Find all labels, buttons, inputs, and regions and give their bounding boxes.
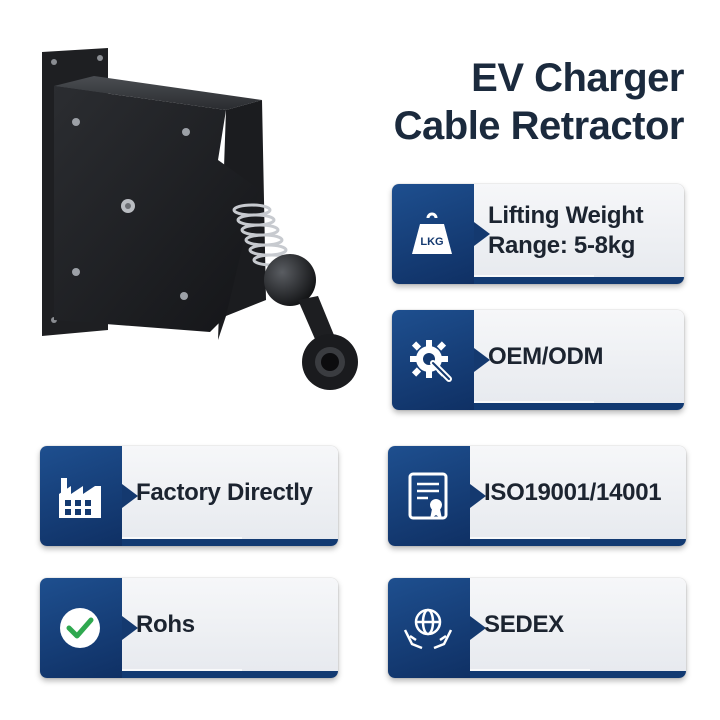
weight-icon: LKG: [403, 206, 461, 262]
feature-line-1: ISO19001/14001: [484, 478, 662, 506]
feature-line-1: Rohs: [136, 610, 195, 638]
gear-wrench-icon: [403, 332, 461, 388]
feature-line-2: Range: 5-8kg: [488, 231, 636, 259]
cable-retractor-product-image: [42, 48, 358, 390]
feature-label: Factory Directly: [136, 446, 324, 539]
feature-label: Rohs: [136, 578, 324, 671]
feature-card-oem-odm: OEM/ODM: [392, 310, 684, 410]
feature-line-1: Lifting Weight: [488, 201, 644, 229]
feature-line-1: Factory Directly: [136, 478, 313, 506]
feature-label: Lifting Weight Range: 5-8kg: [488, 184, 670, 277]
checkmark-icon: [51, 600, 109, 656]
feature-line-1: OEM/ODM: [488, 342, 604, 370]
title-line-1: EV Charger: [471, 56, 684, 100]
page-title: EV Charger Cable Retractor: [304, 54, 685, 150]
feature-card-factory-directly: Factory Directly: [40, 446, 338, 546]
feature-card-iso: ISO19001/14001: [388, 446, 686, 546]
globe-hands-icon: [399, 600, 457, 656]
feature-label: ISO19001/14001: [484, 446, 672, 539]
feature-label: OEM/ODM: [488, 310, 670, 403]
feature-label: SEDEX: [484, 578, 672, 671]
feature-card-sedex: SEDEX: [388, 578, 686, 678]
feature-card-rohs: Rohs: [40, 578, 338, 678]
weight-icon-text: LKG: [420, 236, 443, 248]
title-line-2: Cable Retractor: [393, 104, 685, 148]
factory-icon: [51, 468, 109, 524]
feature-card-lifting-weight: LKG Lifting Weight Range: 5-8kg: [392, 184, 684, 284]
certificate-icon: [399, 468, 457, 524]
feature-line-1: SEDEX: [484, 610, 564, 638]
